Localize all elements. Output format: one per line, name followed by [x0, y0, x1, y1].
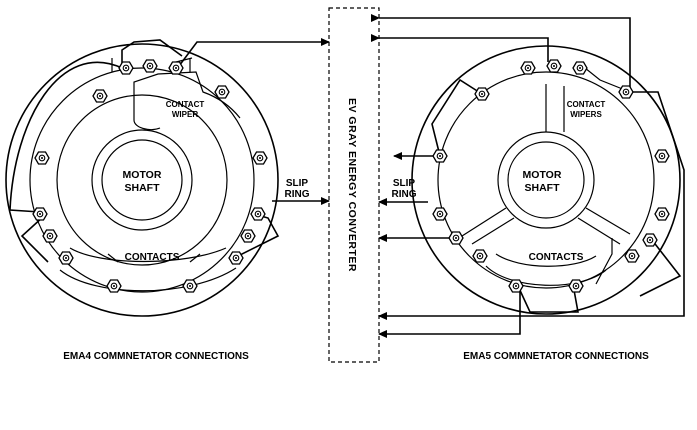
ema4-slip-label: SLIP [286, 178, 309, 189]
ema4-commutator: CONTACT WIPER MOTOR SHAFT CONTACTS SLIP … [5, 38, 330, 362]
ema4-caption: EMA4 COMMNETATOR CONNECTIONS [63, 351, 249, 362]
ema5-motor-label: MOTOR [523, 169, 562, 181]
ema4-contacts-label: CONTACTS [125, 252, 180, 263]
energy-converter: EV GRAY ENERGY CONVERTER [328, 7, 380, 363]
ema4-motor-label: MOTOR [123, 169, 162, 181]
ema5-shaft-label: SHAFT [525, 182, 561, 194]
ema4-contact-wiper-label-1: CONTACT [166, 100, 205, 109]
ema4-shaft-label: SHAFT [125, 182, 161, 194]
ema5-slip-label: SLIP [393, 178, 416, 189]
ema5-contact-wiper-label-2: WIPERS [570, 110, 602, 119]
ema5-caption: EMA5 COMMNETATOR CONNECTIONS [463, 351, 649, 362]
ema5-contact-wiper-label-1: CONTACT [567, 100, 606, 109]
ema5-contacts-label: CONTACTS [529, 252, 584, 263]
ema4-contact-wiper-label-2: WIPER [172, 110, 198, 119]
converter-label: EV GRAY ENERGY CONVERTER [346, 98, 358, 272]
ema4-ring-label: RING [285, 189, 310, 200]
ema5-ring-label: RING [392, 189, 417, 200]
ema5-commutator: CONTACT WIPERS MOTOR SHAFT CONTACTS SLIP… [371, 14, 685, 362]
